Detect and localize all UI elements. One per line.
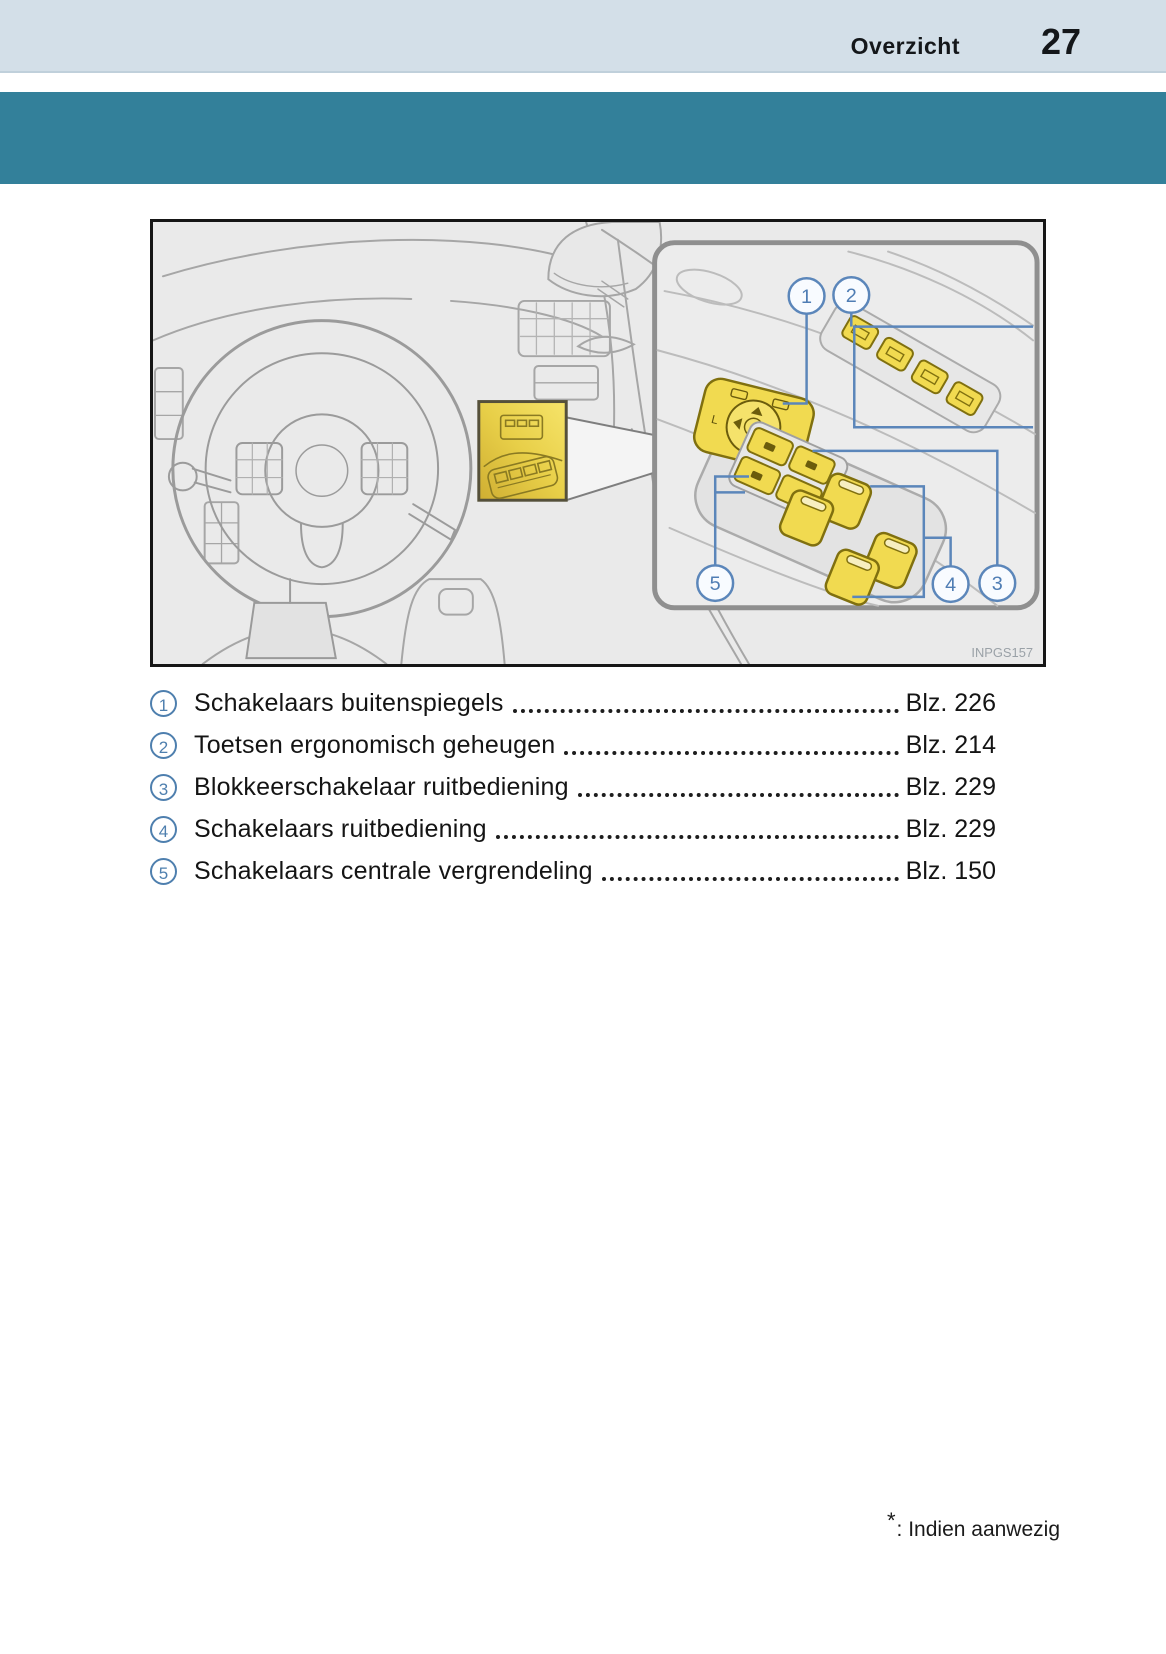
svg-text:L: L	[710, 412, 720, 427]
page-number: 27	[1040, 21, 1081, 62]
callout-2: 2	[832, 276, 871, 315]
legend-item-2-number: 2	[150, 731, 177, 759]
dotted-leader	[495, 835, 899, 839]
figure-code: INPGS157	[971, 645, 1033, 660]
legend-item-5: 5 Schakelaars centrale vergrendeling Blz…	[150, 850, 996, 892]
legend-item-5-number: 5	[150, 857, 177, 885]
callout-1: 1	[787, 277, 826, 315]
legend-item-4: 4 Schakelaars ruitbediening Blz. 229	[150, 808, 996, 850]
svg-text:5: 5	[710, 573, 721, 595]
legend-item-1-page: Blz. 226	[905, 688, 996, 717]
svg-text:3: 3	[992, 573, 1003, 595]
legend-item-4-page: Blz. 229	[905, 814, 996, 843]
legend-item-4-number: 4	[150, 815, 177, 843]
legend-item-3-label: Blokkeerschakelaar ruitbediening	[194, 772, 569, 801]
legend-item-2-page: Blz. 214	[905, 730, 996, 759]
dotted-leader	[601, 877, 899, 881]
cockpit-illustration-svg: L R	[153, 222, 1040, 664]
chapter-color-band	[0, 92, 1166, 184]
legend-item-1: 1 Schakelaars buitenspiegels Blz. 226	[150, 682, 996, 724]
svg-text:4: 4	[945, 574, 956, 596]
page-header-band: Overzicht 27	[0, 0, 1166, 73]
callout-lines	[713, 312, 1034, 599]
legend-item-3: 3 Blokkeerschakelaar ruitbediening Blz. …	[150, 766, 996, 808]
inset-zoom-panel: L R	[652, 240, 1040, 611]
svg-text:1: 1	[801, 286, 812, 308]
highlighted-switch-panel	[477, 400, 568, 502]
callout-4: 4	[931, 565, 970, 604]
legend-item-5-page: Blz. 150	[905, 856, 996, 885]
svg-text:2: 2	[846, 285, 857, 307]
window-switches-graphic	[778, 472, 918, 606]
legend-item-4-label: Schakelaars ruitbediening	[194, 814, 487, 843]
legend-item-3-number: 3	[150, 773, 177, 801]
dotted-leader	[512, 709, 899, 713]
legend-item-2-label: Toetsen ergonomisch geheugen	[194, 730, 556, 759]
legend-item-1-number: 1	[150, 689, 177, 717]
cockpit-illustration: L R	[150, 219, 1046, 667]
callout-5: 5	[696, 564, 735, 603]
dotted-leader	[577, 793, 899, 797]
section-title: Overzicht	[850, 33, 960, 59]
dotted-leader	[564, 751, 899, 755]
footnote-asterisk: *	[886, 1508, 896, 1533]
memory-buttons-graphic	[819, 301, 1002, 434]
steering-wheel-sketch	[167, 319, 473, 660]
legend-item-5-label: Schakelaars centrale vergrendeling	[194, 856, 593, 885]
legend-item-3-page: Blz. 229	[905, 772, 996, 801]
legend-item-1-label: Schakelaars buitenspiegels	[194, 688, 504, 717]
footnote-text: : Indien aanwezig	[896, 1518, 1060, 1541]
zoom-wedge	[565, 416, 655, 502]
footnote: *: Indien aanwezig	[887, 1508, 1060, 1542]
callout-3: 3	[978, 564, 1017, 603]
legend-list: 1 Schakelaars buitenspiegels Blz. 226 2 …	[150, 682, 996, 892]
legend-item-2: 2 Toetsen ergonomisch geheugen Blz. 214	[150, 724, 996, 766]
callout-circles: 1 2 3 4 5	[696, 276, 1017, 604]
